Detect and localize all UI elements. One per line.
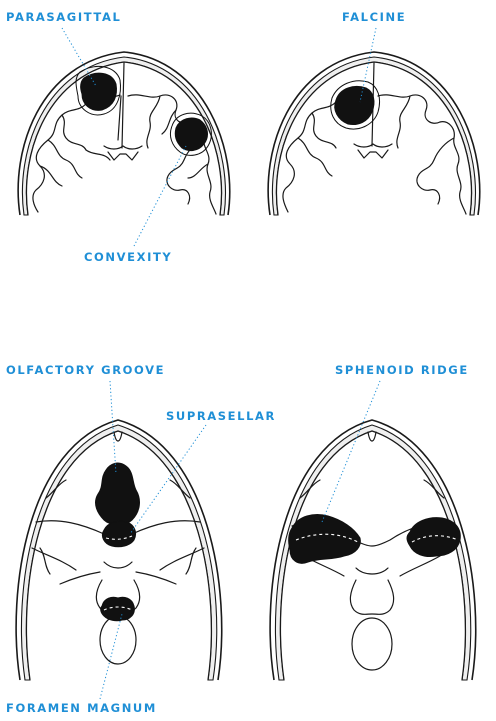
axial-section-right [270,420,476,680]
tumor-foramen-magnum [101,597,135,621]
tumor-suprasellar [102,521,135,546]
axial-section-left [16,420,222,680]
coronal-section-left [18,52,230,215]
coronal-section-right [268,52,480,215]
